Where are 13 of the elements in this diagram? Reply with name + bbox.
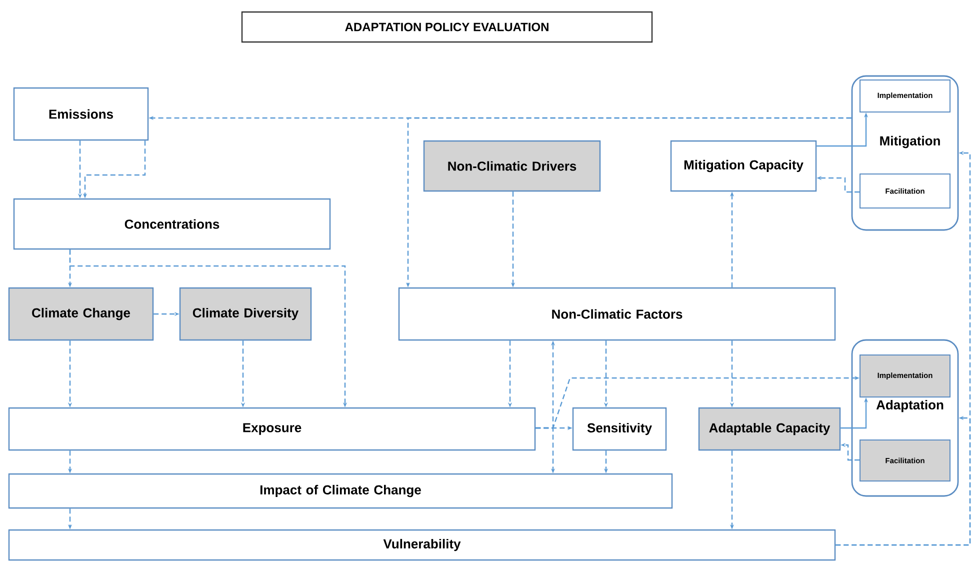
process-box: Emissions [13, 87, 149, 141]
title-box: ADAPTATION POLICY EVALUATION [241, 11, 653, 43]
process-box: Sensitivity [572, 407, 667, 451]
process-box: Non-Climatic Factors [398, 287, 836, 341]
process-box: Impact of Climate Change [8, 473, 673, 509]
shaded-box: Climate Diversity [179, 287, 312, 341]
shaded-box: Adaptable Capacity [698, 407, 841, 451]
process-box: Exposure [8, 407, 536, 451]
shaded-box: Non-Climatic Drivers [423, 140, 601, 192]
shaded-box: Climate Change [8, 287, 154, 341]
process-box: Mitigation Capacity [670, 140, 817, 192]
process-box: Concentrations [13, 198, 331, 250]
process-box: Vulnerability [8, 529, 836, 561]
